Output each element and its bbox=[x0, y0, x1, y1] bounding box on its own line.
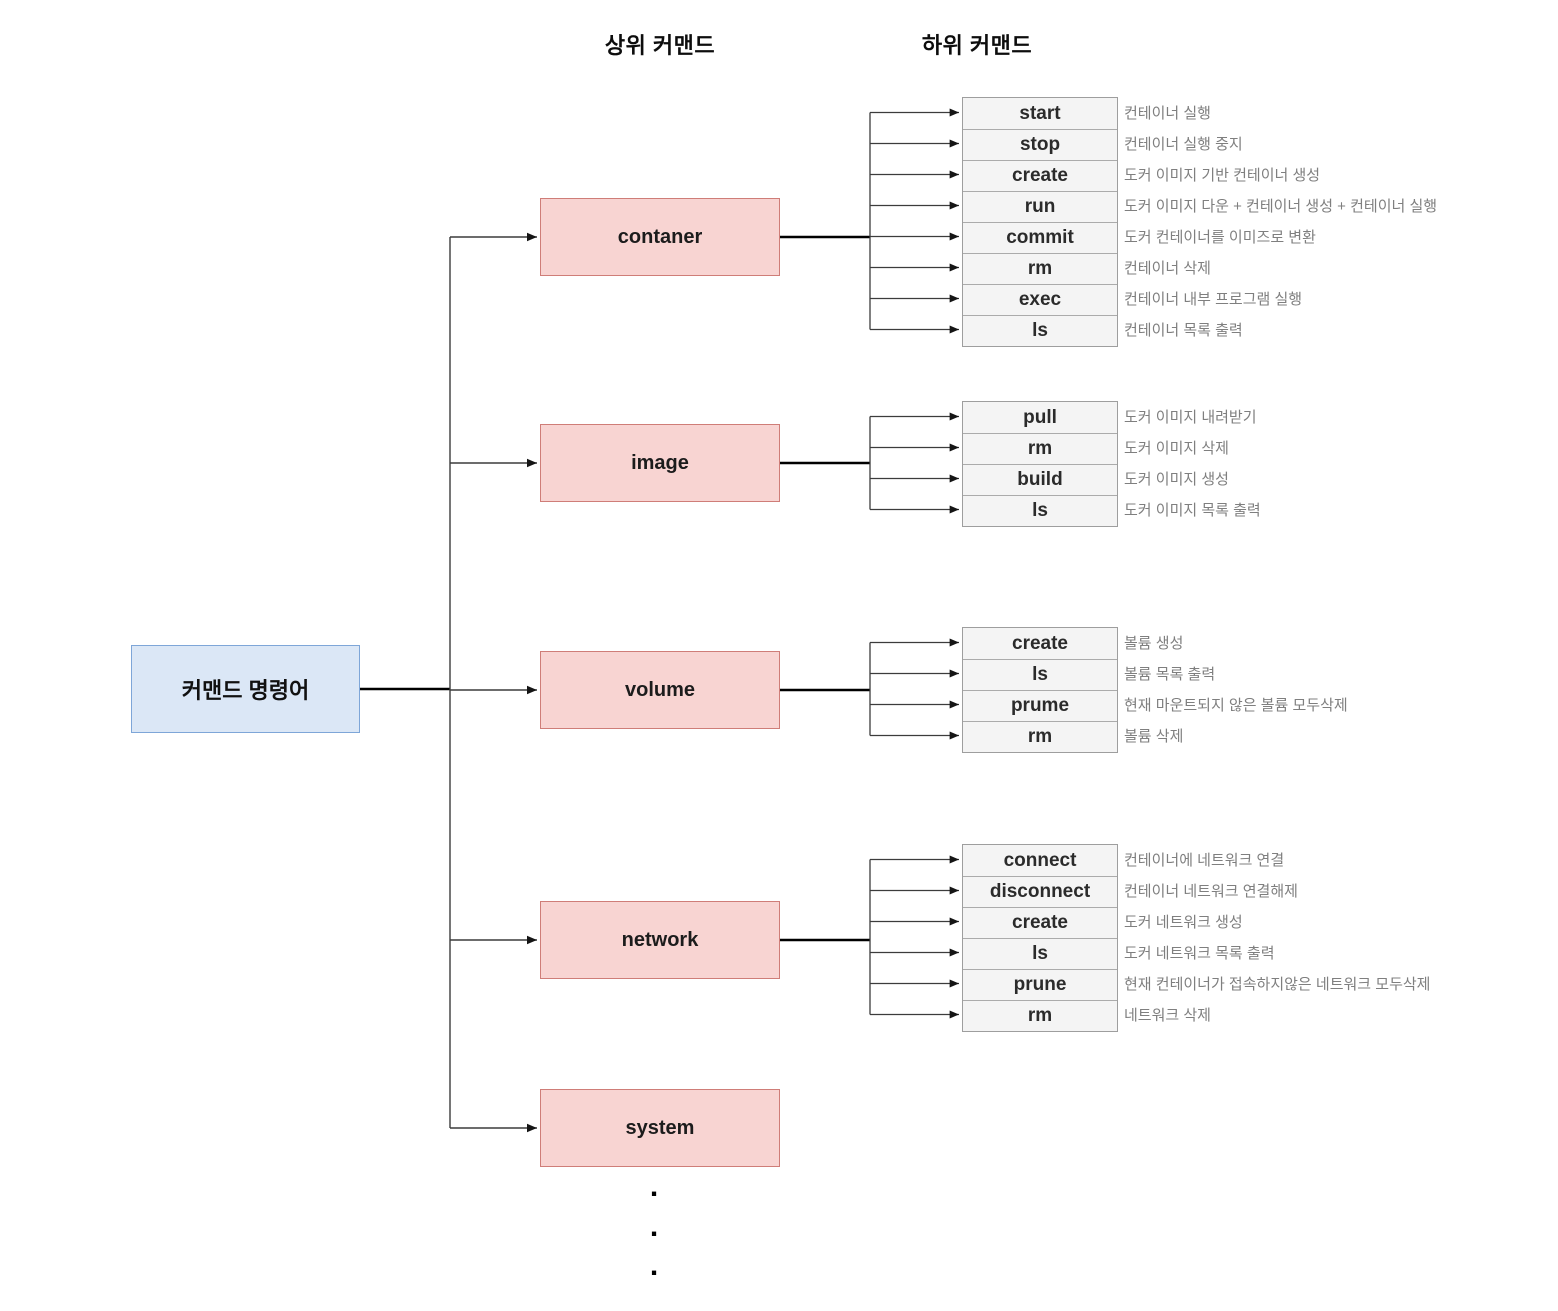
subcommand-descriptions-volume: 볼륨 생성 볼륨 목록 출력 현재 마운트되지 않은 볼륨 모두삭제 볼륨 삭제 bbox=[1124, 627, 1558, 751]
subcommand-description: 컨테이너 실행 중지 bbox=[1124, 136, 1243, 153]
subcommand-row: rm bbox=[963, 253, 1117, 284]
header-child-command: 하위 커맨드 bbox=[921, 33, 1033, 58]
subcommand-label: prume bbox=[1010, 695, 1070, 716]
subcommand-row: commit bbox=[963, 222, 1117, 253]
subcommand-label: rm bbox=[1027, 1005, 1053, 1026]
subcommand-label: disconnect bbox=[989, 881, 1091, 902]
subcommand-label: commit bbox=[1006, 227, 1074, 248]
subcommand-description: 도커 네트워크 생성 bbox=[1124, 914, 1243, 931]
subcommand-table-volume: create ls prume rm bbox=[962, 627, 1118, 753]
subcommand-row: ls bbox=[963, 315, 1117, 346]
subcommand-description: 도커 컨테이너를 이미즈로 변환 bbox=[1124, 229, 1316, 246]
left-tree-connectors bbox=[360, 232, 537, 1133]
subcommand-label: exec bbox=[1018, 289, 1062, 310]
image-group-connectors bbox=[780, 412, 959, 514]
subcommand-row: connect bbox=[963, 845, 1117, 876]
parent-node-label: volume bbox=[624, 678, 696, 701]
subcommand-row: disconnect bbox=[963, 876, 1117, 907]
subcommand-row: rm bbox=[963, 1000, 1117, 1031]
parent-node-contaner: contaner bbox=[540, 198, 780, 276]
parent-node-label: network bbox=[621, 928, 699, 951]
subcommand-row: build bbox=[963, 464, 1117, 495]
parent-node-label: system bbox=[625, 1116, 695, 1139]
subcommand-description: 컨테이너에 네트워크 연결 bbox=[1124, 852, 1285, 869]
parent-node-volume: volume bbox=[540, 651, 780, 729]
subcommand-label: build bbox=[1017, 469, 1063, 490]
subcommand-description: 도커 네트워크 목록 출력 bbox=[1124, 945, 1275, 962]
continuation-dot: . bbox=[649, 1210, 659, 1243]
subcommand-description: 컨테이너 네트워크 연결해제 bbox=[1124, 883, 1298, 900]
subcommand-descriptions-image: 도커 이미지 내려받기 도커 이미지 삭제 도커 이미지 생성 도커 이미지 목… bbox=[1124, 401, 1558, 525]
subcommand-description: 도커 이미지 다운 + 컨테이너 생성 + 컨테이너 실행 bbox=[1124, 198, 1438, 215]
subcommand-label: ls bbox=[1032, 664, 1048, 685]
subcommand-description: 도커 이미지 목록 출력 bbox=[1124, 502, 1261, 519]
subcommand-label: ls bbox=[1032, 500, 1048, 521]
subcommand-label: ls bbox=[1032, 320, 1048, 341]
container-group-connectors bbox=[780, 108, 959, 334]
subcommand-label: rm bbox=[1027, 258, 1053, 279]
subcommand-label: connect bbox=[1003, 849, 1077, 871]
subcommand-description: 볼륨 삭제 bbox=[1124, 728, 1184, 745]
parent-node-label: contaner bbox=[617, 225, 703, 248]
subcommand-description: 현재 컨테이너가 접속하지않은 네트워크 모두삭제 bbox=[1124, 976, 1431, 993]
subcommand-row: prune bbox=[963, 969, 1117, 1000]
subcommand-description: 도커 이미지 생성 bbox=[1124, 471, 1229, 488]
subcommand-label: start bbox=[1019, 102, 1061, 124]
parent-node-network: network bbox=[540, 901, 780, 979]
continuation-dot: . bbox=[649, 1249, 659, 1282]
subcommand-descriptions-network: 컨테이너에 네트워크 연결 컨테이너 네트워크 연결해제 도커 네트워크 생성 … bbox=[1124, 844, 1558, 1030]
continuation-dot: . bbox=[649, 1170, 659, 1203]
subcommand-row: create bbox=[963, 160, 1117, 191]
subcommand-label: stop bbox=[1019, 134, 1061, 155]
subcommand-label: rm bbox=[1027, 438, 1053, 459]
subcommand-description: 네트워크 삭제 bbox=[1124, 1007, 1211, 1024]
parent-node-label: image bbox=[631, 451, 689, 474]
parent-node-system: system bbox=[540, 1089, 780, 1167]
network-group-connectors bbox=[780, 855, 959, 1019]
subcommand-row: exec bbox=[963, 284, 1117, 315]
volume-group-connectors bbox=[780, 638, 959, 740]
subcommand-description: 현재 마운트되지 않은 볼륨 모두삭제 bbox=[1124, 697, 1348, 714]
subcommand-label: rm bbox=[1027, 726, 1053, 747]
subcommand-table-image: pull rm build ls bbox=[962, 401, 1118, 527]
subcommand-row: ls bbox=[963, 495, 1117, 526]
subcommand-label: pull bbox=[1023, 406, 1057, 428]
subcommand-label: run bbox=[1024, 196, 1056, 217]
subcommand-row: stop bbox=[963, 129, 1117, 160]
subcommand-row: ls bbox=[963, 659, 1117, 690]
root-node-label: 커맨드 명령어 bbox=[181, 678, 310, 703]
subcommand-row: prume bbox=[963, 690, 1117, 721]
subcommand-description: 도커 이미지 삭제 bbox=[1124, 440, 1229, 457]
subcommand-description: 컨테이너 내부 프로그램 실행 bbox=[1124, 291, 1303, 308]
subcommand-description: 컨테이너 실행 bbox=[1124, 105, 1211, 122]
subcommand-label: prune bbox=[1013, 974, 1067, 995]
subcommand-table-network: connect disconnect create ls prune rm bbox=[962, 844, 1118, 1032]
subcommand-descriptions-container: 컨테이너 실행 컨테이너 실행 중지 도커 이미지 기반 컨테이너 생성 도커 … bbox=[1124, 97, 1558, 345]
subcommand-row: create bbox=[963, 628, 1117, 659]
subcommand-description: 볼륨 목록 출력 bbox=[1124, 666, 1216, 683]
subcommand-label: ls bbox=[1032, 943, 1048, 964]
subcommand-description: 도커 이미지 기반 컨테이너 생성 bbox=[1124, 167, 1321, 184]
subcommand-row: pull bbox=[963, 402, 1117, 433]
parent-node-image: image bbox=[540, 424, 780, 502]
subcommand-description: 볼륨 생성 bbox=[1124, 635, 1184, 652]
subcommand-row: create bbox=[963, 907, 1117, 938]
subcommand-label: create bbox=[1012, 912, 1068, 933]
subcommand-row: start bbox=[963, 98, 1117, 129]
header-parent-command: 상위 커맨드 bbox=[604, 33, 716, 58]
subcommand-description: 컨테이너 삭제 bbox=[1124, 260, 1211, 277]
subcommand-label: create bbox=[1012, 165, 1068, 186]
subcommand-row: run bbox=[963, 191, 1117, 222]
subcommand-row: rm bbox=[963, 433, 1117, 464]
subcommand-row: rm bbox=[963, 721, 1117, 752]
subcommand-label: create bbox=[1012, 632, 1068, 654]
subcommand-row: ls bbox=[963, 938, 1117, 969]
subcommand-description: 도커 이미지 내려받기 bbox=[1124, 409, 1257, 426]
subcommand-description: 컨테이너 목록 출력 bbox=[1124, 322, 1243, 339]
subcommand-table-container: start stop create run commit rm exec ls bbox=[962, 97, 1118, 347]
root-node-command: 커맨드 명령어 bbox=[131, 645, 360, 733]
